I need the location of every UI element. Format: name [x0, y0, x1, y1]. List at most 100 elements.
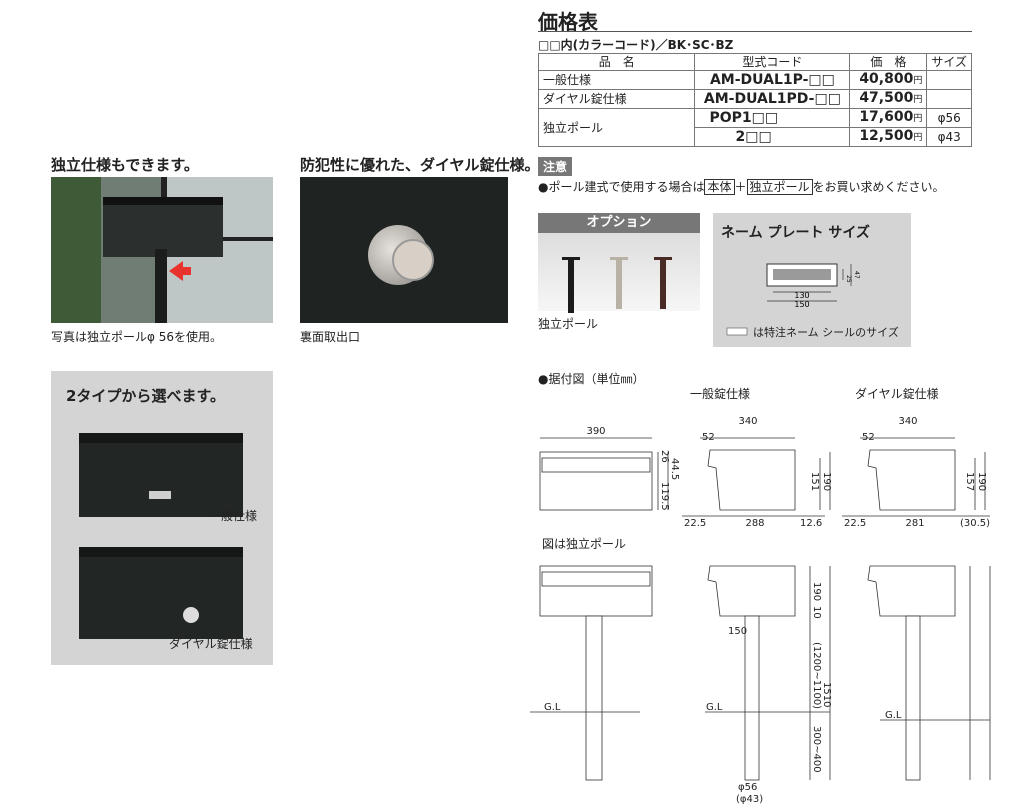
- installation-drawing: 390 26 44.5 119.5 340 52 151 190 22.5 28…: [530, 416, 991, 805]
- label-dial: ダイヤル錠仕様: [169, 637, 253, 651]
- nameplate-w-inner: 130: [794, 291, 809, 300]
- header-code: 型式コード: [694, 53, 851, 71]
- dim-pole-1510: 1510: [821, 682, 832, 707]
- pole-note: 図は独立ポール: [542, 537, 627, 551]
- pole-cap: [654, 257, 672, 260]
- dim-dial-225: 22.5: [844, 518, 866, 529]
- nameplate-diagram: 130 150 25 47: [726, 263, 860, 336]
- table-row: 独立ポール POP1□□ 17,600円 φ56: [537, 108, 972, 147]
- pole-black: [568, 257, 574, 313]
- nameplate-legend: は特注ネーム シールのサイズ: [753, 326, 899, 339]
- option-tag: オプション: [538, 213, 700, 233]
- dim-dial-281: 281: [905, 518, 924, 529]
- dim-front-445: 44.5: [669, 458, 680, 480]
- name-slot: [149, 491, 171, 499]
- dim-pole-190: 190: [811, 582, 822, 601]
- pole-bronze: [660, 257, 666, 309]
- pole: [155, 249, 167, 323]
- nameplate-h-inner: 25: [845, 275, 852, 283]
- feature1-caption: 写真は独立ポールφ 56を使用。: [51, 330, 223, 344]
- nameplate-h-outer: 47: [853, 271, 860, 279]
- table-row: 一般仕様 AM-DUAL1P-□□ 40,800円: [537, 70, 972, 90]
- arrow-icon: [169, 261, 183, 281]
- row-size: [926, 70, 972, 90]
- types-panel: 2タイプから選べます。 一般仕様 ダイヤル錠仕様: [51, 371, 273, 665]
- gl-label: G.L: [885, 710, 902, 721]
- row-price: 47,500円: [849, 89, 928, 109]
- price-title: 価格表: [538, 10, 598, 34]
- dim-dial-157: 157: [964, 472, 975, 491]
- dim-pole-range: (1200~1100): [811, 642, 822, 709]
- mailbox: [103, 197, 223, 257]
- header-size: サイズ: [926, 53, 972, 71]
- feature1-photo: [51, 177, 273, 323]
- row-size: φ43: [926, 127, 972, 147]
- row-code: AM-DUAL1PD-□□: [694, 89, 851, 109]
- dim-pole-d56: φ56: [738, 782, 757, 793]
- row-size: [926, 89, 972, 109]
- row-code: POP1□□: [694, 108, 851, 128]
- gl-label: G.L: [544, 702, 561, 713]
- dim-dial-52: 52: [862, 432, 875, 443]
- col-dial: ダイヤル錠仕様: [855, 387, 939, 401]
- header-price: 価 格: [849, 53, 928, 71]
- pole-cap: [610, 257, 628, 260]
- pole-cap: [562, 257, 580, 260]
- dim-pole-10: 10: [811, 606, 822, 619]
- notice-tag: 注意: [538, 157, 573, 176]
- nameplate-panel: ネーム プレート サイズ 130 150 25 47 は特注ネーム シールのサイ…: [713, 213, 911, 347]
- notice-text: ●ポール建式で使用する場合は本体＋独立ポールをお買い求めください。: [538, 179, 945, 195]
- dim-general-288: 288: [745, 518, 764, 529]
- gl-label: G.L: [706, 702, 723, 713]
- dim-general-52: 52: [702, 432, 715, 443]
- row-name: 一般仕様: [537, 70, 696, 90]
- dim-pole-150: 150: [728, 626, 747, 637]
- arrow-tail: [181, 267, 191, 275]
- dial-knob: [392, 239, 434, 281]
- mailbox-general: [79, 433, 243, 517]
- price-table: 品 名 型式コード 価 格 サイズ 一般仕様 AM-DUAL1P-□□ 40,8…: [537, 53, 972, 147]
- nameplate-title: ネーム プレート サイズ: [721, 225, 870, 241]
- row-name: 独立ポール: [537, 108, 696, 147]
- table-row: 2□□ 12,500円 φ43: [539, 127, 972, 147]
- dim-dial-305: (30.5): [960, 518, 990, 529]
- dim-dial-190: 190: [976, 472, 987, 491]
- dim-pole-d43: (φ43): [736, 794, 763, 805]
- row-price: 40,800円: [849, 70, 928, 90]
- feature2-caption: 裏面取出口: [300, 330, 361, 344]
- dim-pole-depth: 300~400: [811, 726, 822, 773]
- dim-general-190: 190: [821, 472, 832, 491]
- option-panel: オプション: [538, 213, 700, 313]
- option-caption: 独立ポール: [538, 317, 599, 331]
- drawing-title: ●据付図（単位㎜）: [538, 372, 645, 386]
- types-heading: 2タイプから選べます。: [66, 387, 225, 405]
- hedge: [51, 177, 101, 323]
- table-header-row: 品 名 型式コード 価 格 サイズ: [537, 53, 972, 71]
- row-name: ダイヤル錠仕様: [537, 89, 696, 109]
- dim-front-width: 390: [586, 426, 605, 437]
- dim-general-126: 12.6: [800, 518, 822, 529]
- dim-front-1195: 119.5: [659, 482, 670, 511]
- dim-general-340: 340: [738, 416, 757, 427]
- table-row: ダイヤル錠仕様 AM-DUAL1PD-□□ 47,500円: [537, 89, 972, 109]
- feature2-heading: 防犯性に優れた、ダイヤル錠仕様。: [300, 156, 540, 174]
- dim-dial-340: 340: [898, 416, 917, 427]
- feature2-photo: [300, 177, 508, 323]
- label-general: 一般仕様: [209, 509, 258, 523]
- pole-silver: [616, 257, 622, 309]
- row-code: AM-DUAL1P-□□: [694, 70, 851, 90]
- feature1-heading: 独立仕様もできます。: [51, 156, 199, 174]
- row-size: φ56: [926, 108, 972, 128]
- dial-lock-icon: [183, 607, 199, 623]
- col-general: 一般錠仕様: [690, 387, 751, 401]
- color-code-note: □□内(カラーコード)／BK･SC･BZ: [538, 38, 734, 52]
- row-code: 2□□: [694, 127, 851, 147]
- dim-general-225: 22.5: [684, 518, 706, 529]
- row-price: 12,500円: [849, 127, 928, 147]
- nameplate-w-outer: 150: [794, 300, 809, 309]
- dim-front-26: 26: [659, 450, 670, 463]
- dim-general-151: 151: [809, 472, 820, 491]
- header-name: 品 名: [537, 53, 696, 71]
- title-rule: [538, 31, 972, 32]
- row-price: 17,600円: [849, 108, 928, 128]
